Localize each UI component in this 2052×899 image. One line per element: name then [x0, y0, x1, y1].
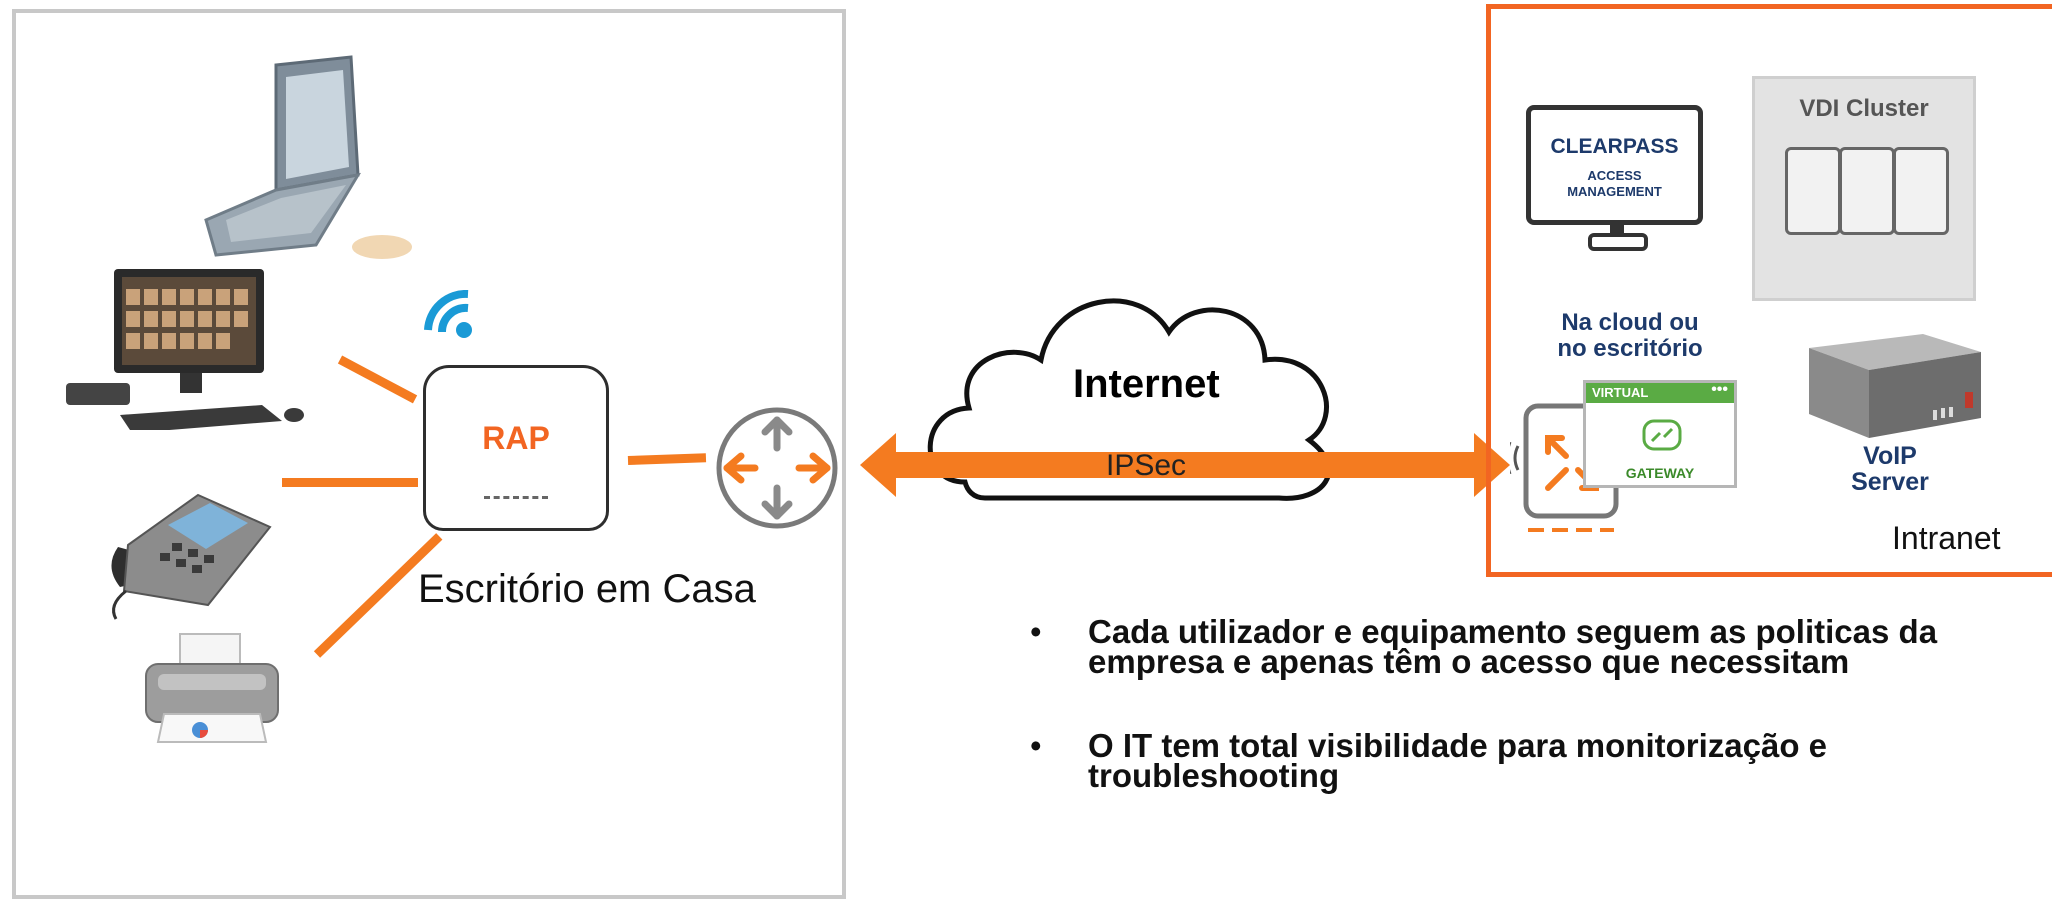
clearpass-sub-line2: MANAGEMENT — [1567, 184, 1662, 199]
bullet-dot: • — [1030, 727, 1042, 764]
bullet-text: O IT tem total visibilidade para monitor… — [1088, 727, 1828, 794]
voip-label-line2: Server — [1851, 468, 1929, 496]
wifi-icon — [424, 290, 472, 338]
benefits-list: • Cada utilizador e equipamento seguem a… — [1030, 613, 2040, 845]
gateway-location-caption: Na cloud ou no escritório — [1530, 310, 1730, 362]
ipsec-label: IPSec — [1106, 449, 1187, 482]
clearpass-title: CLEARPASS — [1550, 135, 1679, 158]
list-item: • O IT tem total visibilidade para monit… — [1030, 727, 2040, 792]
clearpass-monitor: CLEARPASS ACCESS MANAGEMENT — [1526, 105, 1703, 225]
voip-server-icon — [1809, 334, 1981, 438]
voip-label-line1: VoIP — [1863, 442, 1917, 470]
gateway-caption-line2: no escritório — [1557, 335, 1703, 362]
virtual-gateway-card: VIRTUAL ••• GATEWAY — [1583, 380, 1737, 488]
desktop-pc-icon — [66, 269, 304, 430]
internet-cloud-icon — [927, 298, 1332, 501]
vdi-server-icon — [1785, 147, 1841, 235]
vdi-server-icon — [1893, 147, 1949, 235]
virtual-badge: VIRTUAL — [1592, 385, 1649, 400]
rap-label: RAP — [482, 420, 550, 456]
clearpass-sub-line1: ACCESS — [1587, 168, 1642, 183]
monitor-stand-icon — [1588, 225, 1648, 251]
intranet-label: Intranet — [1892, 520, 2001, 556]
vdi-cluster-box: VDI Cluster — [1752, 76, 1976, 301]
ipsec-tunnel-arrow — [860, 433, 1510, 497]
clearpass-subtitle: ACCESS MANAGEMENT — [1531, 168, 1698, 200]
virtual-gateway-header: VIRTUAL ••• — [1586, 381, 1734, 403]
link-phone — [282, 478, 418, 487]
expand-arrows-icon — [1642, 419, 1682, 451]
home-office-caption: Escritório em Casa — [418, 567, 756, 611]
bullet-dot: • — [1030, 613, 1042, 650]
list-item: • Cada utilizador e equipamento seguem a… — [1030, 613, 2040, 678]
gateway-label: GATEWAY — [1625, 465, 1695, 481]
router-icon — [716, 407, 838, 529]
intranet-frame — [1486, 4, 2052, 577]
ip-phone-icon — [111, 493, 272, 620]
voip-server-label: VoIP Server — [1830, 443, 1950, 495]
more-dots-icon: ••• — [1711, 381, 1728, 398]
gateway-caption-line1: Na cloud ou — [1561, 309, 1699, 336]
vdi-server-icon — [1839, 147, 1895, 235]
vdi-cluster-title: VDI Cluster — [1799, 95, 1929, 122]
internet-label: Internet — [1073, 362, 1220, 406]
rap-grill — [484, 496, 548, 505]
printer-icon — [145, 633, 279, 743]
laptop-icon — [204, 55, 412, 259]
rap-access-point: RAP — [423, 365, 609, 531]
bullet-text: Cada utilizador e equipamento seguem as … — [1088, 613, 1938, 680]
